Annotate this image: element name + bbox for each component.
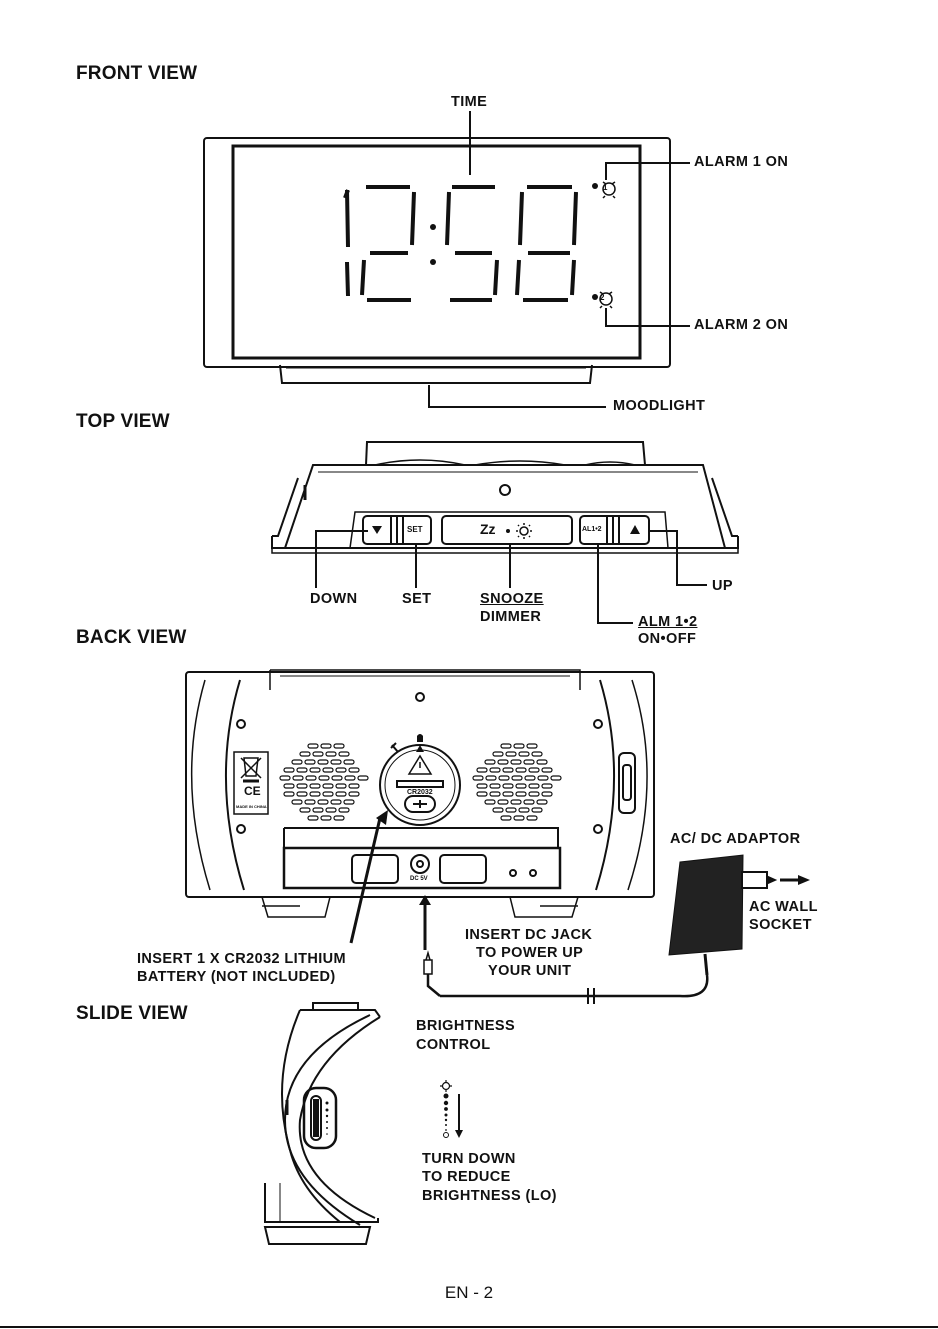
battery-type: CR2032 — [407, 789, 433, 796]
bottom-rule — [0, 1326, 938, 1328]
top-view-buttons — [362, 515, 650, 545]
slide-view-heading: SLIDE VIEW — [76, 1003, 188, 1024]
battery-line1: INSERT 1 X CR2032 LITHIUM — [137, 951, 347, 967]
page-number: EN - 2 — [444, 1283, 494, 1302]
socket-line2: SOCKET — [749, 917, 812, 933]
down-arrow-icon — [372, 526, 382, 534]
alarm2-label: ALARM 2 ON — [694, 317, 789, 333]
back-view-clock — [185, 669, 655, 918]
brightness-scale-icon — [440, 1080, 452, 1138]
alarm2-icon — [599, 291, 613, 309]
alm-button: AL1•2 — [582, 526, 602, 533]
front-view-clock — [203, 137, 671, 384]
turn-line1: TURN DOWN — [422, 1151, 516, 1167]
alarm1-icon — [602, 181, 616, 199]
set-button: SET — [407, 525, 423, 534]
dc-line1: INSERT DC JACK — [465, 927, 593, 943]
onoff-label: ON•OFF — [638, 631, 697, 647]
socket-line1: AC WALL — [749, 899, 818, 915]
lock-icon — [417, 734, 423, 742]
side-view-clock — [263, 1002, 381, 1245]
back-leader-lines — [349, 810, 431, 950]
set-label: SET — [402, 591, 432, 607]
alarm1-digit: 1 — [603, 183, 608, 192]
back-view-heading: BACK VIEW — [76, 627, 187, 648]
up-label: UP — [712, 578, 733, 594]
alarm1-label: ALARM 1 ON — [694, 154, 789, 170]
battery-line2: BATTERY (NOT INCLUDED) — [137, 969, 336, 985]
alarm1-dot — [592, 183, 598, 189]
down-label: DOWN — [310, 591, 358, 607]
adaptor-label: AC/ DC ADAPTOR — [670, 831, 801, 847]
left-speaker-grille — [279, 743, 369, 821]
ac-adaptor — [423, 854, 810, 1004]
dimmer-sun-icon — [516, 523, 532, 539]
up-arrow-icon — [630, 525, 640, 534]
turn-line2: TO REDUCE — [422, 1169, 511, 1185]
moodlight-label: MOODLIGHT — [613, 398, 706, 414]
time-label: TIME — [451, 94, 488, 110]
front-leader-lines — [428, 111, 690, 408]
right-speaker-grille — [472, 743, 562, 821]
top-leader-lines — [315, 530, 707, 624]
front-view-heading: FRONT VIEW — [76, 63, 198, 84]
alarm2-dot — [592, 294, 598, 300]
dc-line2: TO POWER UP — [476, 945, 584, 961]
top-view-clock — [271, 441, 739, 554]
down-arrow-brightness-icon — [455, 1094, 463, 1138]
top-view-heading: TOP VIEW — [76, 411, 170, 432]
made-in: MADE IN CHINA — [236, 804, 267, 809]
snooze-label: SNOOZE — [480, 591, 544, 607]
compliance-label — [233, 751, 269, 815]
dc-rating: DC 5V — [410, 876, 428, 882]
lock-arrow-icon — [416, 745, 424, 752]
brightness-line2: CONTROL — [416, 1037, 491, 1053]
battery-compartment — [379, 744, 461, 826]
dimmer-label: DIMMER — [480, 609, 542, 625]
brightness-line1: BRIGHTNESS — [416, 1018, 516, 1034]
battery-slot-icon — [413, 800, 427, 808]
snooze-button: Zz — [480, 521, 496, 537]
alm-label: ALM 1•2 — [638, 614, 698, 630]
unlock-icon — [390, 742, 399, 753]
alarm2-digit: 2 — [600, 293, 605, 302]
ce-mark: CE — [244, 784, 261, 798]
side-slider-scale — [325, 1101, 329, 1135]
dc-line3: YOUR UNIT — [488, 963, 572, 979]
clock-display — [343, 185, 578, 302]
turn-line3: BRIGHTNESS (LO) — [422, 1188, 557, 1204]
